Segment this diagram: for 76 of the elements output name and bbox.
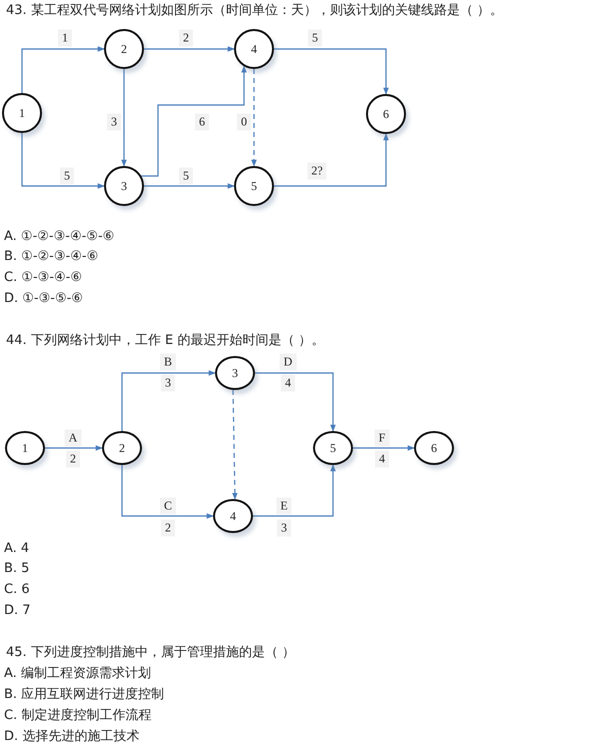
node-number: 4 bbox=[251, 42, 257, 56]
arrow bbox=[121, 69, 127, 167]
duration-label: 3 bbox=[277, 520, 291, 536]
question-text: C. ①-③-④-⑥ bbox=[4, 270, 82, 285]
event-circle bbox=[366, 94, 406, 134]
edge-label: E bbox=[276, 498, 292, 514]
edge-label: A bbox=[64, 430, 82, 446]
question-text: 44. 下列网络计划中，工作 E 的最迟开始时间是（ ）。 bbox=[6, 332, 324, 349]
duration-label: 3 bbox=[161, 374, 175, 392]
edge-label: 0 bbox=[237, 114, 251, 130]
edge-label: 6 bbox=[195, 114, 209, 130]
edge-label: 1 bbox=[58, 30, 72, 46]
arrow bbox=[144, 183, 235, 189]
edge-label: B bbox=[160, 354, 176, 370]
node-number: 3 bbox=[232, 366, 238, 380]
node-number: 5 bbox=[330, 440, 336, 456]
question-text: 43. 某工程双代号网络计划如图所示（时间单位：天），则该计划的关键线路是（ ）。 bbox=[6, 2, 503, 19]
duration-label: 2 bbox=[161, 520, 175, 536]
node-number: 6 bbox=[383, 106, 389, 122]
arrow bbox=[21, 133, 105, 189]
event-circle bbox=[2, 93, 42, 133]
arrow bbox=[45, 445, 103, 451]
edge-label: 5 bbox=[60, 168, 74, 184]
node-number: 1 bbox=[22, 440, 28, 456]
edge-label: 5 bbox=[308, 30, 322, 46]
edge-label: C bbox=[160, 498, 176, 514]
edge-label: F bbox=[374, 430, 390, 446]
question-text: 45. 下列进度控制措施中，属于管理措施的是（ ） bbox=[6, 644, 295, 661]
node-number: 2 bbox=[121, 42, 127, 56]
arrow bbox=[21, 46, 105, 93]
arrow bbox=[144, 46, 235, 52]
event-circle bbox=[215, 356, 255, 390]
question-text: B. 5 bbox=[4, 561, 30, 576]
dashed-arrow bbox=[232, 390, 238, 500]
edge-label: 2? bbox=[307, 162, 327, 180]
question-text: B. 应用互联网进行进度控制 bbox=[4, 686, 164, 703]
node-number: 2 bbox=[119, 440, 125, 456]
dashed-arrow bbox=[251, 69, 257, 167]
duration-label: 4 bbox=[375, 450, 389, 468]
event-circle bbox=[102, 431, 142, 465]
question-text: C. 6 bbox=[4, 582, 30, 597]
question-text: A. ①-②-③-④-⑤-⑥ bbox=[4, 229, 114, 244]
duration-label: 4 bbox=[281, 374, 295, 392]
arrow bbox=[274, 133, 389, 187]
duration-label: 2 bbox=[66, 450, 80, 468]
arrow bbox=[274, 48, 389, 95]
edge-label: 3 bbox=[107, 114, 121, 130]
arrow bbox=[255, 372, 336, 432]
edge-label: D bbox=[280, 354, 296, 370]
event-circle bbox=[414, 431, 454, 465]
event-circle bbox=[213, 499, 253, 533]
arrow bbox=[141, 66, 247, 177]
arrow bbox=[353, 445, 415, 451]
node-number: 1 bbox=[19, 106, 25, 120]
question-text: A. 编制工程资源需求计划 bbox=[4, 665, 151, 682]
question-text: B. ①-②-③-④-⑥ bbox=[4, 249, 98, 264]
node-number: 3 bbox=[121, 178, 127, 194]
question-text: D. 选择先进的施工技术 bbox=[4, 728, 140, 745]
event-circle bbox=[313, 431, 353, 465]
event-circle bbox=[104, 166, 144, 206]
node-number: 5 bbox=[251, 178, 257, 194]
question-text: A. 4 bbox=[4, 541, 30, 556]
event-circle bbox=[234, 166, 274, 206]
edge-label: 5 bbox=[179, 168, 193, 184]
question-text: C. 制定进度控制工作流程 bbox=[4, 707, 152, 724]
arrow bbox=[121, 370, 216, 431]
edge-label: 2 bbox=[179, 30, 193, 46]
arrow bbox=[121, 465, 214, 519]
node-number: 6 bbox=[431, 440, 437, 456]
arrow bbox=[253, 464, 336, 517]
event-circle bbox=[5, 431, 45, 465]
event-circle bbox=[234, 29, 274, 69]
question-text: D. ①-③-⑤-⑥ bbox=[4, 291, 83, 306]
event-circle bbox=[104, 29, 144, 69]
node-number: 4 bbox=[230, 508, 236, 524]
question-text: D. 7 bbox=[4, 603, 31, 618]
